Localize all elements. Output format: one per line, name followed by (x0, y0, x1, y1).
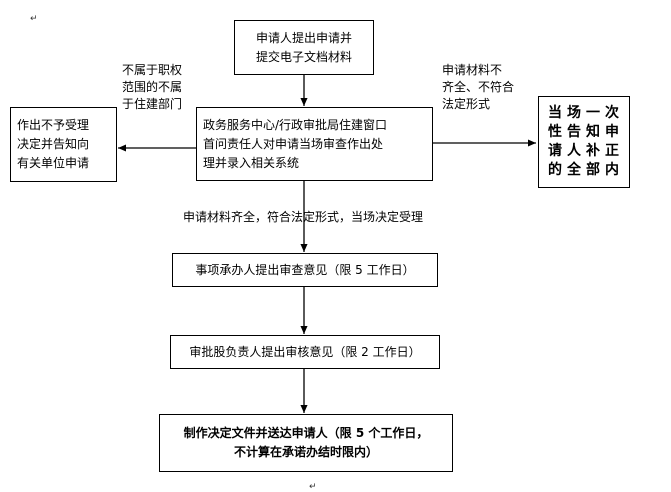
node-supplement-notice: 当场一次 性告知申 请人补正 的全部内 (538, 96, 630, 188)
label-accepted: 申请材料齐全，符合法定形式，当场决定受理 (183, 210, 424, 224)
paragraph-mark-top: ↵ (30, 14, 38, 24)
node-reject-decision: 作出不予受理 决定并告知向 有关单位申请 (10, 107, 117, 182)
node-audit-opinion: 审批股负责人提出审核意见（限 2 工作日） (170, 335, 440, 369)
paragraph-mark-bottom: ↵ (309, 482, 317, 492)
node-review-opinion: 事项承办人提出审查意见（限 5 工作日） (172, 253, 438, 287)
node-submit-application: 申请人提出申请并 提交电子文档材料 (234, 20, 374, 75)
label-not-in-scope: 不属于职权 范围的不属 于住建部门 (122, 63, 183, 111)
node-window-review: 政务服务中心/行政审批局住建窗口 首问责任人对申请当场审查作出处 理并录入相关系… (196, 107, 433, 181)
node-final-decision: 制作决定文件并送达申请人（限 5 个工作日， 不计算在承诺办结时限内） (159, 414, 453, 472)
label-incomplete-materials: 申请材料不 齐全、不符合 法定形式 (442, 63, 515, 111)
